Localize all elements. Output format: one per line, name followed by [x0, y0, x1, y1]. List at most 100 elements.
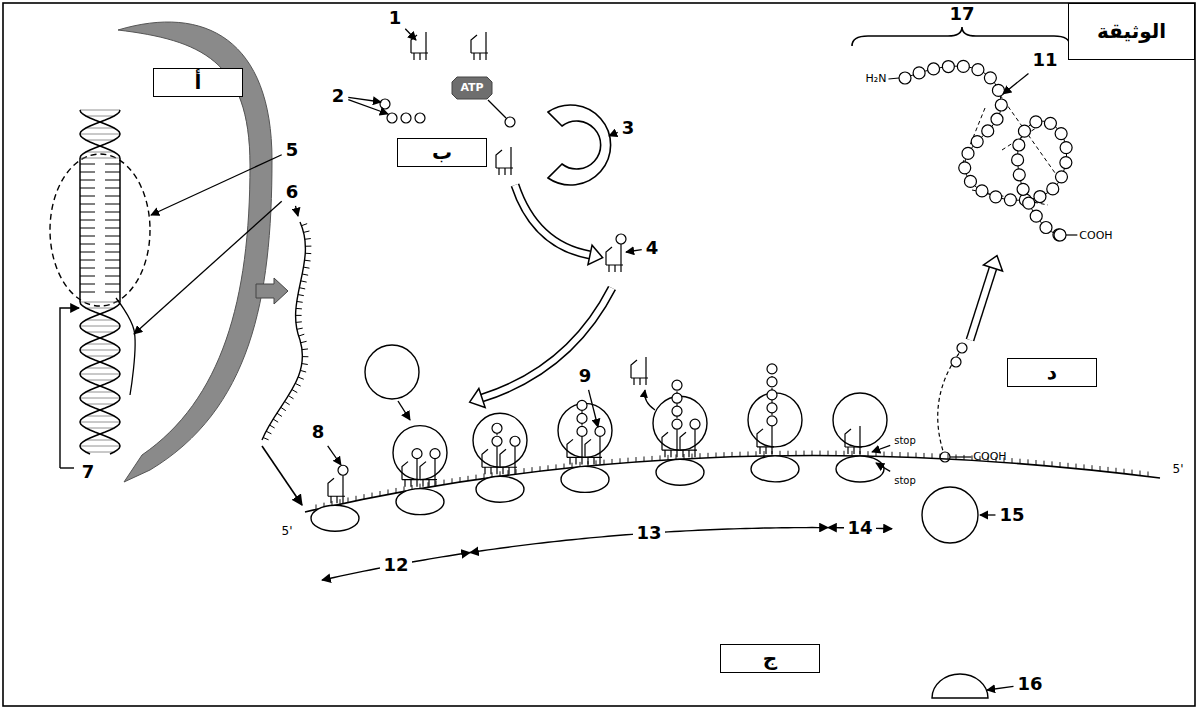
base — [80, 212, 95, 213]
amino-acid — [1018, 125, 1030, 137]
base — [273, 419, 278, 422]
callout-number: 2 — [332, 86, 345, 106]
callout-number: 13 — [633, 523, 664, 543]
base — [80, 268, 95, 269]
base — [105, 188, 120, 189]
base — [80, 220, 95, 221]
codon-tick — [1132, 470, 1133, 475]
base-pair — [86, 416, 114, 417]
codon-tick — [932, 453, 933, 458]
base-pair — [86, 140, 114, 141]
base — [285, 402, 290, 405]
base — [302, 274, 308, 275]
amino-acid — [1055, 128, 1067, 140]
energy-shape: ATP — [452, 77, 492, 99]
small-subunit — [932, 674, 988, 698]
codon-tick — [788, 451, 789, 456]
base-pair — [80, 422, 120, 423]
codon-tick — [1012, 458, 1013, 463]
transcription-bubble — [50, 154, 150, 306]
codon-tick — [316, 504, 317, 509]
peptide-chain — [938, 352, 960, 457]
codon-tick — [548, 465, 549, 470]
amino-acid — [962, 147, 974, 159]
codon-tick — [756, 451, 757, 456]
codon-tick — [732, 452, 733, 457]
base-pair — [86, 380, 114, 381]
codon-tick — [604, 460, 605, 465]
codon-tick — [780, 451, 781, 456]
codon-tick — [692, 454, 693, 459]
hydrogen-bond — [1000, 95, 1060, 180]
codon-tick — [804, 451, 805, 456]
amino-acid — [957, 60, 969, 72]
chem-label: 5' — [282, 525, 293, 538]
amino-acid — [690, 419, 700, 429]
codon-tick — [812, 451, 813, 456]
base-pair — [86, 116, 114, 117]
trna — [328, 475, 345, 503]
trna — [402, 459, 419, 487]
base — [297, 328, 303, 329]
small-subunit — [751, 456, 799, 482]
callout-number: 6 — [286, 182, 299, 202]
leader-line — [134, 201, 282, 334]
arrow — [645, 390, 655, 410]
trna — [606, 244, 623, 272]
codon-tick — [436, 481, 437, 486]
protein-guide — [905, 66, 1067, 235]
amino-acid — [1060, 142, 1072, 154]
codon-tick — [1020, 459, 1021, 464]
enzyme — [548, 105, 611, 185]
codon-tick — [892, 452, 893, 457]
codon-tick — [1124, 469, 1125, 474]
codon-tick — [900, 452, 901, 457]
open-arrow — [482, 288, 612, 398]
base — [266, 431, 271, 434]
amino-acid — [1017, 183, 1029, 195]
label-box: ب — [397, 138, 487, 167]
base — [302, 224, 308, 226]
base-pair — [86, 452, 114, 453]
codon-tick — [1068, 463, 1069, 468]
trna — [500, 446, 517, 474]
amino-acid — [1055, 171, 1067, 183]
codon-tick — [836, 451, 837, 456]
frame — [3, 3, 1195, 706]
bracket — [60, 467, 74, 468]
base-pair — [86, 392, 114, 393]
base — [80, 260, 95, 261]
base-pair — [86, 368, 114, 369]
base — [105, 292, 120, 293]
mrna-strand — [262, 222, 305, 440]
amino-acid — [1034, 191, 1046, 203]
bracket — [60, 308, 79, 468]
callout-number: 5 — [286, 140, 299, 160]
amino-acid — [415, 113, 425, 123]
trna — [757, 426, 774, 454]
codon-tick — [404, 486, 405, 491]
leader-line — [876, 463, 890, 471]
codon-tick — [420, 484, 421, 489]
base — [105, 164, 120, 165]
codon-tick — [1052, 461, 1053, 466]
codon-tick — [884, 452, 885, 457]
base-pair — [80, 350, 120, 351]
amino-acid — [899, 72, 911, 84]
codon-tick — [596, 460, 597, 465]
amino-acid — [577, 426, 587, 436]
base — [80, 236, 95, 237]
trna — [631, 357, 648, 385]
codon-tick — [388, 489, 389, 494]
base-pair — [86, 332, 114, 333]
codon-tick — [1100, 466, 1101, 471]
box-label: ج — [763, 647, 777, 670]
codon-tick — [356, 496, 357, 501]
small-subunit — [311, 505, 359, 531]
codon-tick — [1076, 464, 1077, 469]
codon-tick — [1092, 465, 1093, 470]
base-pair — [80, 446, 120, 447]
base — [105, 268, 120, 269]
callout-number: 11 — [1032, 50, 1057, 70]
amino-acid — [995, 99, 1007, 111]
